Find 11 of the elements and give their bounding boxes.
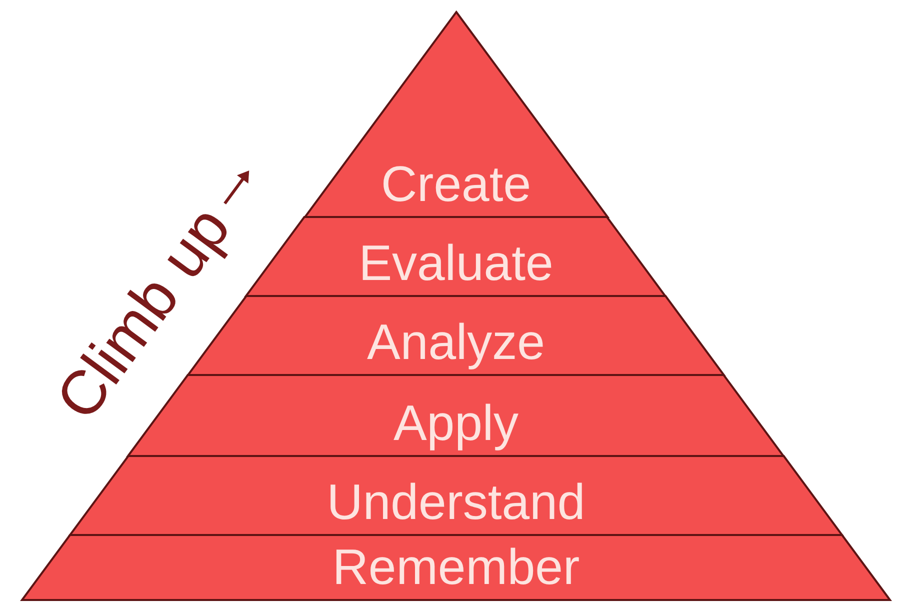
pyramid-level [22,535,890,600]
level-label: Understand [326,477,586,532]
level-label: Evaluate [358,238,554,293]
pyramid-level [246,217,666,296]
level-label: Remember [332,542,580,597]
level-label: Apply [393,398,519,453]
level-label: Create [380,159,532,214]
level-label: Analyze [367,317,545,372]
pyramid-level [188,296,724,375]
pyramid-level [70,456,842,535]
pyramid-level [304,12,608,217]
